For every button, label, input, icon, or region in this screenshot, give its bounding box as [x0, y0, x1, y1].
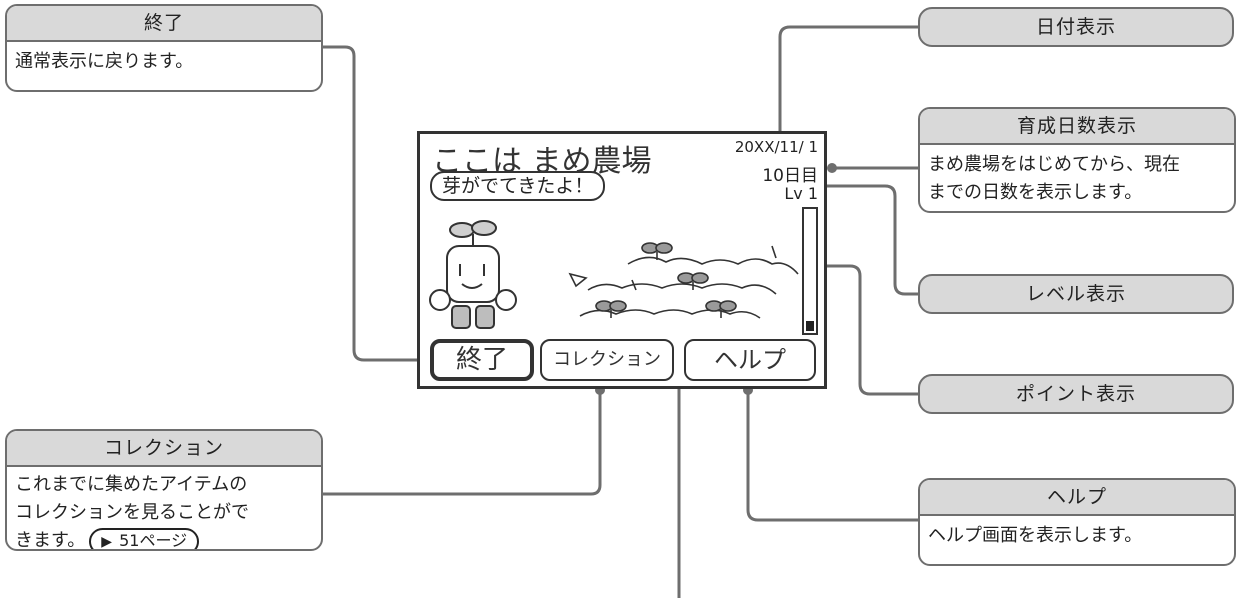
callout-collection: コレクション これまでに集めたアイテムの コレクションを見ることがで きます。▶… [5, 429, 323, 551]
callout-date: 日付表示 [918, 7, 1234, 47]
speech-bubble: 芽がでてきたよ！ [430, 171, 606, 201]
leader-points [808, 264, 919, 396]
callout-days-title: 育成日数表示 [920, 109, 1234, 145]
leader-date [778, 25, 919, 146]
collection-button[interactable]: コレクション [540, 339, 674, 381]
date-display: 20XX/11/ 1 [734, 138, 818, 156]
help-button[interactable]: ヘルプ [684, 339, 816, 381]
days-display: 10日目 [762, 166, 818, 186]
character-icon [429, 220, 517, 329]
callout-help: ヘルプ ヘルプ画面を表示します。 [918, 478, 1236, 566]
level-display: Lv 1 [784, 184, 818, 203]
callout-points: ポイント表示 [918, 374, 1234, 414]
callout-days-body: まめ農場をはじめてから、現在 までの日数を表示します。 [928, 154, 1180, 203]
farm-illustration [429, 220, 799, 329]
callout-help-title: ヘルプ [920, 480, 1234, 516]
callout-collection-title: コレクション [7, 431, 321, 467]
callout-collection-body: これまでに集めたアイテムの コレクションを見ることがで きます。▶ 51ページ [7, 467, 321, 551]
leader-end [322, 45, 424, 362]
page-reference-text: 51ページ [119, 531, 188, 550]
leader-collection [322, 390, 602, 496]
points-meter-fill [806, 321, 814, 331]
points-meter [802, 207, 818, 335]
callout-end-body: 通常表示に戻ります。 [15, 51, 194, 72]
callout-help-body: ヘルプ画面を表示します。 [928, 525, 1143, 546]
leader-level [820, 184, 919, 296]
callout-days: 育成日数表示 まめ農場をはじめてから、現在 までの日数を表示します。 [918, 107, 1236, 213]
bean-field-icon [568, 242, 799, 319]
page-reference: ▶ 51ページ [89, 528, 200, 550]
callout-end: 終了 通常表示に戻ります。 [5, 4, 323, 92]
end-button[interactable]: 終了 [430, 339, 534, 381]
game-screen: ここは まめ農場 芽がでてきたよ！ 20XX/11/ 1 10日目 Lv 1 [417, 131, 827, 389]
callout-collection-text: これまでに集めたアイテムの コレクションを見ることがで きます。 [15, 474, 249, 551]
play-arrow-icon: ▶ [101, 534, 112, 550]
callout-level: レベル表示 [918, 274, 1234, 314]
leader-help [746, 390, 919, 522]
callout-end-title: 終了 [7, 6, 321, 42]
